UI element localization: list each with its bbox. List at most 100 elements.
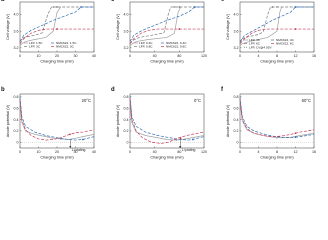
legend-entry: LFP, 4C [249,38,261,42]
panel-letter: c [111,0,115,3]
legend-entry: LFP, 1.5C [29,41,43,45]
y-tick-label: 0.8 [14,95,19,99]
x-tick-label: 4 [258,54,260,58]
y-axis-title: Anode potential (V) [6,104,10,137]
legend-entry: NMC622, 0.4C [166,41,187,45]
y-tick-label: 0 [17,141,19,145]
series-line-2 [19,6,94,42]
legend-entry: LFP, 3C [29,45,41,49]
x-tick-label: 10 [37,54,41,58]
series-line-1 [239,6,282,47]
x-axis-title: Charging time (min) [40,156,74,160]
temperature-label: 20°C [82,98,91,103]
series-marker-2 [294,136,297,139]
y-tick-label: 0 [237,141,239,145]
temperature-label: 60°C [302,98,311,103]
x-tick-label: 0 [129,150,131,154]
legend-entry: NMC622, 6C [276,42,295,46]
y-tick-label: 0.8 [234,95,239,99]
series-marker-3 [294,6,297,8]
series-line-3 [129,97,205,144]
series-marker-4 [178,28,181,30]
y-axis-title: Cell voltage (V) [116,13,120,40]
series-marker-3 [179,137,182,140]
y-tick-label: 0.2 [124,129,129,133]
x-tick-label: 20 [55,150,59,154]
y-tick-label: 4.0 [14,13,19,17]
y-tick-label: 0 [127,141,129,145]
plot-frame [129,93,205,149]
temperature-label: 0°C [194,98,201,103]
series-line-1 [129,102,205,141]
y-tick-label: 0.2 [14,129,19,133]
x-tick-label: 40 [153,54,157,58]
legend-entry: NMC622, 1.5C [56,41,77,45]
x-tick-label: 30 [74,54,78,58]
series-marker-1 [173,6,176,8]
series-marker-2 [56,6,58,8]
series-line-3 [129,6,204,42]
legend-entry: LFP, 6C [249,42,261,46]
series-line-2 [129,6,204,44]
series-marker-2 [192,138,194,141]
x-tick-label: 4 [258,150,260,154]
y-tick-label: 0.8 [124,95,129,99]
li-plating-arrowhead [179,146,182,149]
y-tick-label: 0.4 [234,118,239,122]
x-tick-label: 40 [92,150,96,154]
x-tick-label: 80 [177,150,181,154]
series-line-1 [19,6,61,46]
y-tick-label: 3.6 [234,29,239,33]
x-axis-title: Charging time (min) [40,60,74,64]
y-tick-label: 3.2 [234,46,239,50]
legend-entry: LFP, 0.8C [139,45,153,49]
y-tick-label: 3.2 [14,46,19,50]
x-tick-label: 10 [37,150,41,154]
series-marker-3 [80,6,82,8]
x-axis-title: Charging time (min) [150,156,184,160]
x-tick-label: 0 [19,150,21,154]
y-axis-title: Cell voltage (V) [226,13,230,40]
series-line-1 [129,6,181,47]
panel-letter: f [221,87,224,93]
series-line-3 [239,99,315,137]
x-tick-label: 16 [312,54,316,58]
x-tick-label: 0 [129,54,131,58]
series-line-3 [19,99,95,141]
legend-entry: NMC622, 0.8C [166,45,187,49]
x-axis-title: Charging time (min) [150,60,184,64]
legend-entry: LFP, 0.4C [139,41,153,45]
y-axis-title: Anode potential (V) [116,104,120,137]
series-line-3 [19,6,94,42]
series-line-2 [19,96,95,141]
series-marker-4 [294,28,297,30]
y-tick-label: 0.2 [234,129,239,133]
panel-letter: d [111,87,115,93]
x-tick-label: 16 [312,150,316,154]
y-axis-title: Anode potential (V) [226,104,230,137]
series-marker-4 [56,28,58,30]
x-tick-label: 0 [239,54,241,58]
series-line-1 [19,102,95,140]
series-line-2 [239,6,314,43]
li-plating-label: Li plating [72,148,86,152]
series-marker-2 [178,6,181,8]
y-tick-label: 4.0 [234,13,239,17]
series-line-4 [239,28,314,44]
panel-letter: e [221,0,225,3]
x-tick-label: 120 [201,54,207,58]
series-line-4 [19,28,94,44]
y-tick-label: 3.2 [124,46,129,50]
series-line-1 [239,101,315,139]
x-axis-title: Charging time (min) [260,60,294,64]
series-marker-1 [276,136,278,139]
series-marker-2 [271,6,274,8]
y-tick-label: 4.0 [124,13,129,17]
li-plating-label: Li plating [182,148,196,152]
